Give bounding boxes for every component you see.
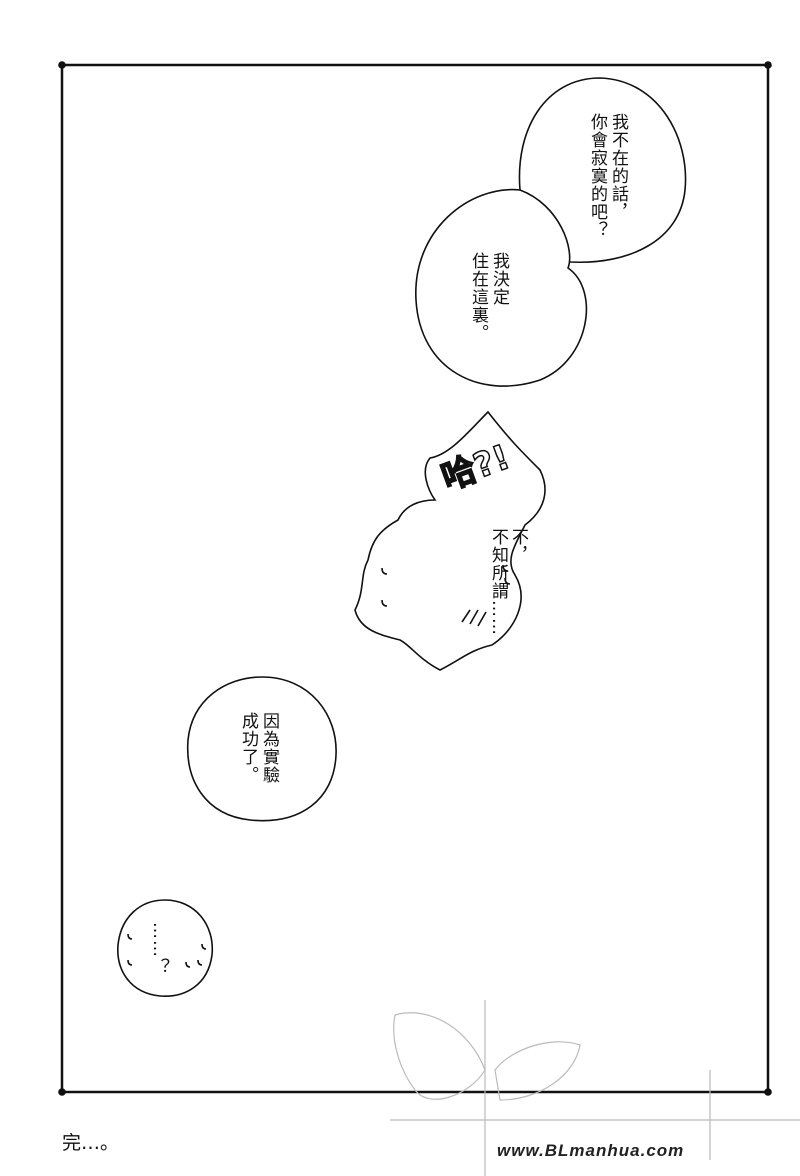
watermark-url: www.BLmanhua.com bbox=[497, 1141, 685, 1160]
bubble-top-line-2: 你會寂寞的吧？ bbox=[587, 113, 607, 239]
butterfly-watermark-logo bbox=[390, 1000, 800, 1176]
speech-bubble-small bbox=[117, 899, 214, 997]
bubble-second-line-1: 我決定 bbox=[489, 252, 509, 306]
bubble-experiment-line-1: 因為實驗 bbox=[259, 712, 279, 784]
bubble-shout-line-2: 不知所謂…… bbox=[488, 528, 508, 636]
bubble-experiment-line-2: 成功了。 bbox=[238, 712, 258, 784]
speech-bubble-experiment bbox=[186, 676, 337, 822]
speech-bubble-second bbox=[415, 188, 588, 387]
bubble-top-line-1: 我不在的話， bbox=[608, 113, 628, 221]
speech-bubble-top bbox=[518, 77, 687, 263]
panel-frame bbox=[60, 63, 770, 1094]
bubble-second-line-2: 住在這裏。 bbox=[468, 252, 488, 342]
ending-text: 完…。 bbox=[62, 1132, 120, 1154]
bubble-small-text: ……？ bbox=[149, 922, 169, 976]
spiky-bubble bbox=[354, 410, 546, 671]
bubble-shout-line-1: 不， bbox=[508, 528, 528, 564]
